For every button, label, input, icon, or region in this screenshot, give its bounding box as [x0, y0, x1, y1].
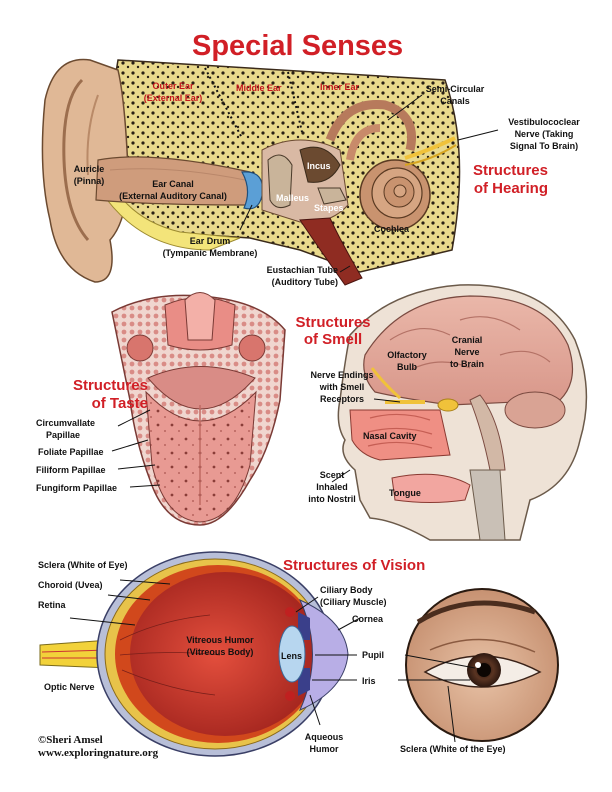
aqueous-humor-label: Aqueous: [304, 732, 344, 742]
head-illustration: [331, 284, 588, 541]
nerve-label-line3: Signal To Brain): [509, 141, 579, 151]
scent-label-line3: into Nostril: [308, 494, 356, 504]
foliate-label: Foliate Papillae: [38, 447, 104, 457]
taste-heading-line2: of Taste: [91, 395, 148, 412]
eye-cross-section: [39, 551, 361, 757]
taste-heading-line1: Structures: [72, 377, 148, 394]
auricle-sublabel: (Pinna): [73, 176, 105, 186]
eustachian-tube-label: Eustachian Tube: [266, 265, 338, 275]
nerve-endings-label-line3: Receptors: [319, 394, 364, 404]
eustachian-tube-sublabel: (Auditory Tube): [271, 277, 338, 287]
incus-label: Incus: [307, 161, 331, 171]
vitreous-humor-label: Vitreous Humor: [186, 635, 254, 645]
circumvallate-label: Circumvallate: [36, 418, 96, 428]
credit-website: www.exploringnature.org: [38, 747, 159, 759]
retina-label: Retina: [38, 600, 66, 610]
eye-closeup: [398, 588, 559, 743]
nerve-label-line1: Vestibulococlear: [508, 117, 580, 127]
circumvallate-sublabel: Papillae: [46, 430, 81, 440]
hearing-heading-line2: of Hearing: [473, 180, 548, 197]
cochlea-label: Cochlea: [374, 224, 410, 234]
semicircular-canals-sublabel: Canals: [440, 96, 470, 106]
vitreous-humor-sublabel: (Vitreous Body): [186, 647, 254, 657]
ear-canal-label: Ear Canal: [152, 179, 194, 189]
inner-ear-label: Inner Ear: [320, 82, 360, 92]
ear-illustration: [41, 58, 499, 286]
semicircular-canals-label: Semi-Circular: [425, 84, 485, 94]
lens-label: Lens: [281, 651, 303, 661]
sclera-eye-label: Sclera (White of the Eye): [400, 744, 506, 754]
nasal-cavity-label: Nasal Cavity: [363, 431, 417, 441]
olfactory-bulb-label: Olfactory: [387, 350, 427, 360]
ear-canal-sublabel: (External Auditory Canal): [119, 191, 227, 201]
tongue-illustration: [111, 292, 286, 526]
nerve-label-line2: Nerve (Taking: [514, 129, 574, 139]
ciliary-body-sublabel: (Ciliary Muscle): [320, 597, 387, 607]
cornea-label: Cornea: [352, 614, 384, 624]
smell-heading-line1: Structures: [295, 314, 371, 331]
page-title: Special Senses: [192, 30, 404, 62]
credit-author: ©Sheri Amsel: [38, 734, 103, 746]
hearing-heading-line1: Structures: [472, 162, 548, 179]
iris-label: Iris: [362, 676, 376, 686]
outer-ear-label: Outer Ear: [152, 81, 194, 91]
cranial-nerve-label-line3: to Brain: [449, 359, 484, 369]
vision-heading: Structures of Vision: [283, 557, 426, 574]
ciliary-body-label: Ciliary Body: [320, 585, 373, 595]
aqueous-humor-sublabel: Humor: [309, 744, 339, 754]
smell-heading-line2: of Smell: [303, 331, 363, 348]
ear-drum-label: Ear Drum: [189, 236, 231, 246]
sclera-label: Sclera (White of Eye): [38, 560, 128, 570]
cranial-nerve-label-line1: Cranial: [451, 335, 483, 345]
nerve-endings-label-line2: with Smell: [319, 382, 365, 392]
cranial-nerve-label-line2: Nerve: [454, 347, 480, 357]
malleus-label: Malleus: [276, 193, 310, 203]
stapes-label: Stapes: [314, 203, 344, 213]
outer-ear-sublabel: (External Ear): [143, 93, 203, 103]
fungiform-label: Fungiform Papillae: [36, 483, 118, 493]
optic-nerve-label: Optic Nerve: [44, 682, 95, 692]
choroid-label: Choroid (Uvea): [38, 580, 103, 590]
auricle-label: Auricle: [73, 164, 105, 174]
olfactory-bulb-sublabel: Bulb: [397, 362, 417, 372]
ear-drum-sublabel: (Tympanic Membrane): [162, 248, 258, 258]
nerve-endings-label-line1: Nerve Endings: [310, 370, 374, 380]
middle-ear-label: Middle Ear: [236, 83, 282, 93]
scent-label-line2: Inhaled: [316, 482, 348, 492]
scent-label-line1: Scent: [319, 470, 345, 480]
pupil-label: Pupil: [362, 650, 384, 660]
tongue-label: Tongue: [389, 488, 421, 498]
filiform-label: Filiform Papillae: [36, 465, 106, 475]
